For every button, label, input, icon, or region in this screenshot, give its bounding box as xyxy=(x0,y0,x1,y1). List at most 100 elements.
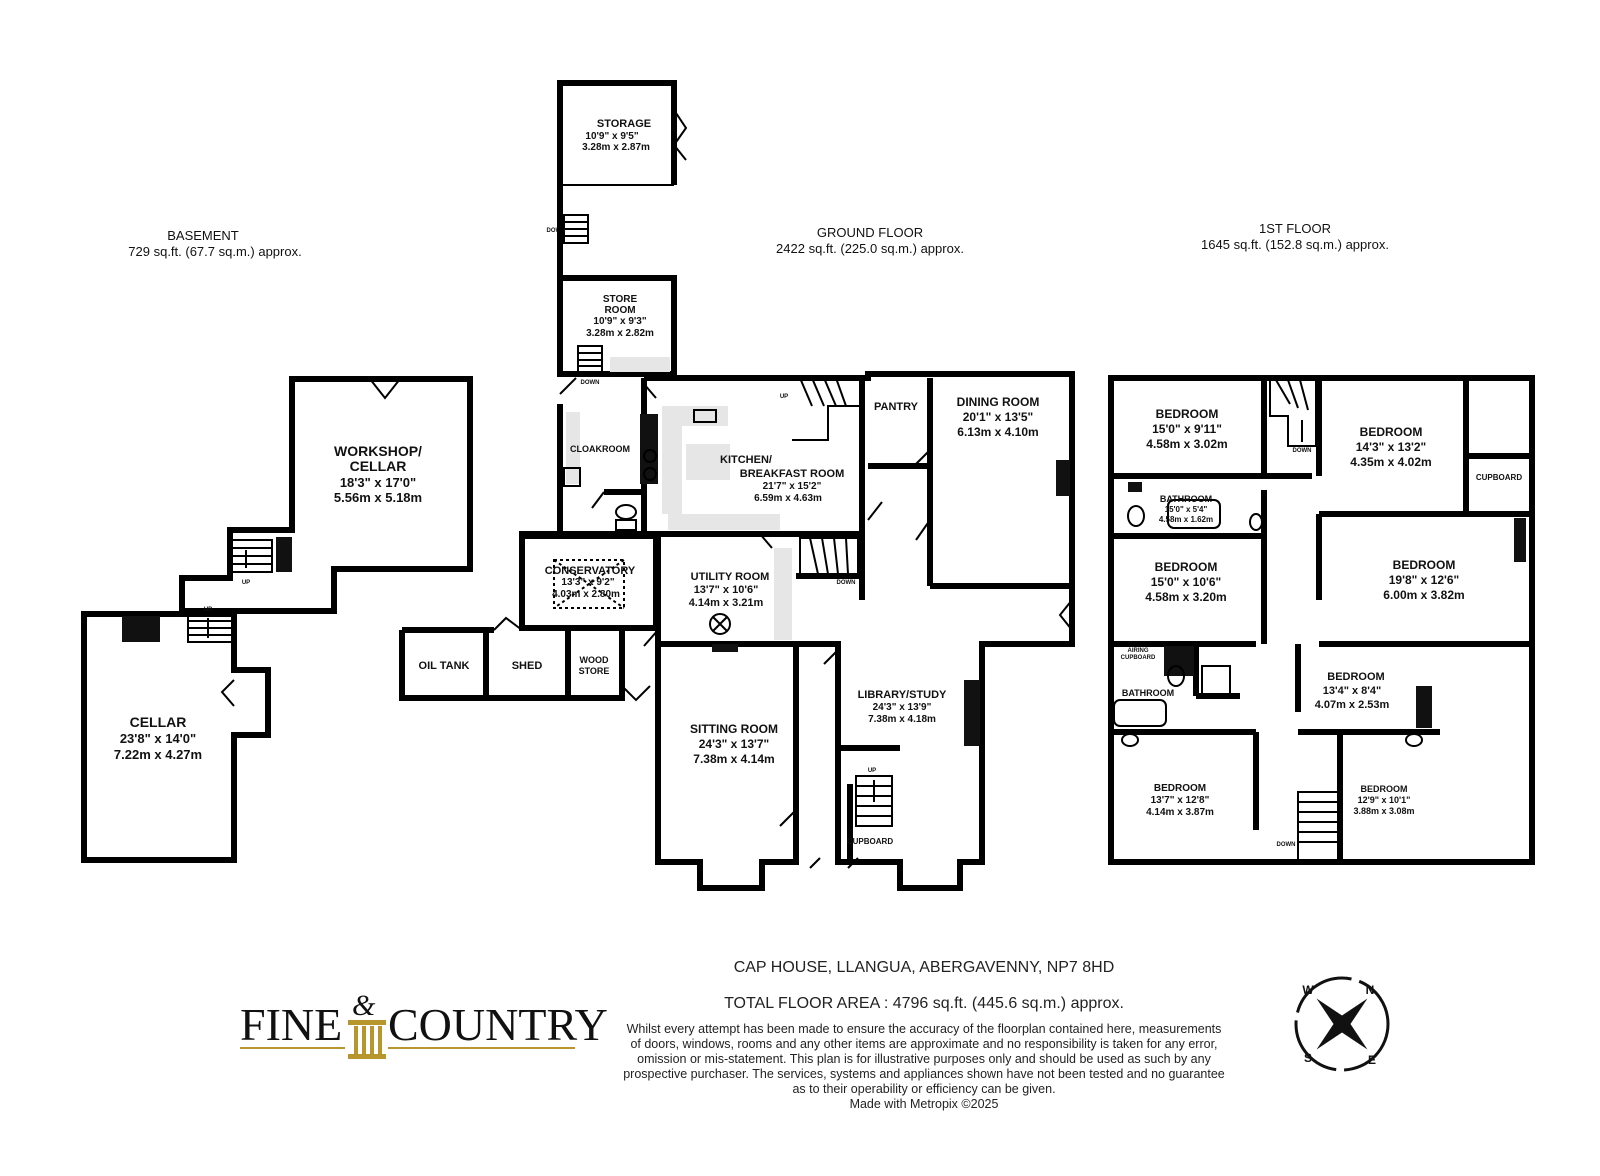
svg-text:UP: UP xyxy=(242,580,250,586)
library-fireplace xyxy=(964,680,980,746)
first-floor-outer-walls xyxy=(1108,375,1535,865)
footer: CAP HOUSE, LLANGUA, ABERGAVENNY, NP7 8HD… xyxy=(623,959,1225,1111)
shed-label: SHED xyxy=(512,660,543,672)
cellar-dim-imperial: 23'8" x 14'0" xyxy=(120,731,196,746)
compass-east: E xyxy=(1368,1053,1376,1067)
svg-text:UP: UP xyxy=(868,768,876,774)
kitchen-stairs: UP xyxy=(780,377,861,441)
cloakroom-label: CLOAKROOM xyxy=(570,444,630,454)
compass-star-icon xyxy=(1316,998,1368,1050)
library-dim-metric: 7.38m x 4.18m xyxy=(868,714,936,725)
store-room-stairs: DOWN xyxy=(577,345,603,386)
storage-dim-imperial: 10'9" x 9'5" xyxy=(585,131,638,142)
wood-store-label-1: WOOD xyxy=(580,655,609,665)
airing-cupboard-label-2: CUPBOARD xyxy=(1121,655,1156,661)
disclaimer-line-2: of doors, windows, rooms and any other i… xyxy=(630,1037,1217,1051)
basement-stairs-upper: UP xyxy=(231,539,273,586)
utility-dim-imperial: 13'7" x 10'6" xyxy=(694,584,759,596)
bedroom7-label: BEDROOM xyxy=(1361,784,1408,794)
bedroom3-dim-imperial: 15'0" x 10'6" xyxy=(1151,575,1221,589)
dining-label: DINING ROOM xyxy=(957,395,1040,409)
kitchen-dim-metric: 6.59m x 4.63m xyxy=(754,493,822,504)
storage-door xyxy=(672,109,688,161)
bedroom6-label: BEDROOM xyxy=(1154,783,1206,794)
storage-label: STORAGE xyxy=(597,118,651,130)
dining-dim-metric: 6.13m x 4.10m xyxy=(957,425,1038,439)
svg-text:DOWN: DOWN xyxy=(837,580,856,586)
store-room-label-2: ROOM xyxy=(604,305,635,316)
airing-cupboard-label-1: AIRING xyxy=(1128,648,1149,654)
ground-floor-header: GROUND FLOOR 2422 sq.ft. (225.0 sq.m.) a… xyxy=(776,225,964,256)
kitchen-island xyxy=(686,444,730,480)
bedroom1-dim-metric: 4.58m x 3.02m xyxy=(1146,437,1227,451)
svg-text:DOWN: DOWN xyxy=(581,380,600,386)
first-floor-title: 1ST FLOOR xyxy=(1259,221,1331,236)
made-with-credit: Made with Metropix ©2025 xyxy=(850,1097,999,1111)
library-label: LIBRARY/STUDY xyxy=(858,689,947,701)
store-room-label-1: STORE xyxy=(603,294,638,305)
conservatory-dim-metric: 4.03m x 2.80m xyxy=(552,589,620,600)
bedroom3-label: BEDROOM xyxy=(1155,560,1218,574)
library-dim-imperial: 24'3" x 13'9" xyxy=(873,702,932,713)
svg-text:DOWN: DOWN xyxy=(1277,842,1296,848)
first-floor-plan: DOWN DOWN BEDROOM 15'0" x 9'11" 4.58m x … xyxy=(1108,375,1535,865)
wood-store-label-2: STORE xyxy=(579,666,610,676)
workshop-door xyxy=(369,378,401,400)
bedroom4-dim-imperial: 19'8" x 12'6" xyxy=(1389,573,1459,587)
bedroom1-dim-imperial: 15'0" x 9'11" xyxy=(1152,422,1222,436)
disclaimer-line-1: Whilst every attempt has been made to en… xyxy=(627,1022,1222,1036)
workshop-walls xyxy=(179,376,473,614)
logo-word-fine: FINE xyxy=(240,999,342,1050)
bedroom6-dim-metric: 4.14m x 3.87m xyxy=(1146,807,1214,818)
bathroom2-label: BATHROOM xyxy=(1122,688,1174,698)
first-floor-header: 1ST FLOOR 1645 sq.ft. (152.8 sq.m.) appr… xyxy=(1201,221,1389,252)
conservatory-outline xyxy=(523,537,655,627)
basement-area: 729 sq.ft. (67.7 sq.m.) approx. xyxy=(128,244,301,259)
bedroom5-label: BEDROOM xyxy=(1327,671,1384,683)
disclaimer-line-4: prospective purchaser. The services, sys… xyxy=(623,1067,1225,1081)
bedroom3-dim-metric: 4.58m x 3.20m xyxy=(1145,590,1226,604)
column-icon xyxy=(348,1020,386,1059)
pantry-label: PANTRY xyxy=(874,401,919,413)
ground-floor-title: GROUND FLOOR xyxy=(817,225,923,240)
outbuildings-walls xyxy=(399,627,625,701)
oil-tank-label: OIL TANK xyxy=(419,660,470,672)
bathroom1-label: BATHROOM xyxy=(1160,494,1212,504)
conservatory-label: CONSERVATORY xyxy=(545,565,636,577)
property-address: CAP HOUSE, LLANGUA, ABERGAVENNY, NP7 8HD xyxy=(734,959,1115,976)
first-floor-stairs-bottom: DOWN xyxy=(1277,791,1339,861)
svg-text:UP: UP xyxy=(780,394,788,400)
bedroom7-dim-metric: 3.88m x 3.08m xyxy=(1353,806,1414,816)
cellar-door xyxy=(220,679,235,707)
svg-text:UP: UP xyxy=(204,607,212,613)
kitchen-label-1: KITCHEN/ xyxy=(720,454,772,466)
bedroom4-label: BEDROOM xyxy=(1393,558,1456,572)
hall-stairs: UP xyxy=(855,768,893,827)
bedroom7-dim-imperial: 12'9" x 10'1" xyxy=(1358,795,1411,805)
bedroom2-dim-imperial: 14'3" x 13'2" xyxy=(1356,440,1426,454)
compass-rose: N E S W xyxy=(1294,976,1390,1072)
ground-cupboard-label: CUPBOARD xyxy=(847,837,893,846)
svg-text:DOWN: DOWN xyxy=(1293,448,1312,454)
sitting-dim-imperial: 24'3" x 13'7" xyxy=(699,737,769,751)
utility-label: UTILITY ROOM xyxy=(691,571,770,583)
cellar-walls xyxy=(81,611,271,863)
basement-stairs-lower: UP xyxy=(187,607,233,643)
storage-stairs: DOWN xyxy=(547,214,589,244)
disclaimer-line-5: as to their operability or efficiency ca… xyxy=(792,1082,1055,1096)
disclaimer-line-3: omission or mis-statement. This plan is … xyxy=(637,1052,1211,1066)
workshop-label-2: CELLAR xyxy=(350,458,407,474)
bedroom5-dim-imperial: 13'4" x 8'4" xyxy=(1323,685,1381,697)
range-cooker xyxy=(640,414,658,484)
kitchen-dim-imperial: 21'7" x 15'2" xyxy=(763,481,822,492)
bedroom1-label: BEDROOM xyxy=(1156,407,1219,421)
sitting-label: SITTING ROOM xyxy=(690,722,778,736)
first-cupboard-label: CUPBOARD xyxy=(1476,473,1522,482)
cellar-label: CELLAR xyxy=(130,714,187,730)
first-floor-area: 1645 sq.ft. (152.8 sq.m.) approx. xyxy=(1201,237,1389,252)
conservatory-dim-imperial: 13'3" x 9'2" xyxy=(561,577,614,588)
compass-west: W xyxy=(1302,983,1314,997)
cellar-dim-metric: 7.22m x 4.27m xyxy=(114,747,202,762)
ground-floor-area: 2422 sq.ft. (225.0 sq.m.) approx. xyxy=(776,241,964,256)
